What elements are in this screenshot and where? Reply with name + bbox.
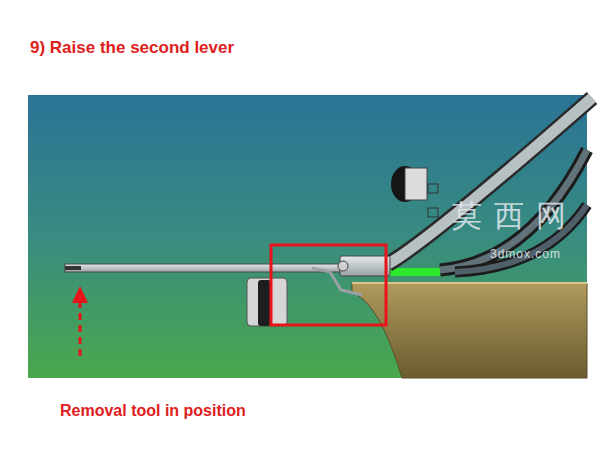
lever-knob (391, 166, 438, 217)
tool-roller (258, 280, 271, 326)
lever-slot (428, 208, 438, 217)
watermark-url: 3dmox.com (490, 247, 561, 261)
watermark: 莫西网 (452, 196, 578, 237)
lift-arrow-head (72, 286, 88, 303)
tool-tip (65, 266, 81, 270)
lift-arrow-shaft (79, 302, 82, 356)
figure-caption: Removal tool in position (60, 402, 246, 420)
lever-arm-outer (388, 98, 592, 264)
knob-collar (405, 168, 427, 200)
highlight-box (271, 245, 386, 325)
lever-arm (388, 98, 592, 264)
step-title: 9) Raise the second lever (30, 38, 234, 58)
tool-roller-housing (247, 278, 287, 326)
background-panel (28, 95, 587, 378)
lever-slot (428, 184, 438, 193)
pivot-ball (338, 261, 348, 271)
